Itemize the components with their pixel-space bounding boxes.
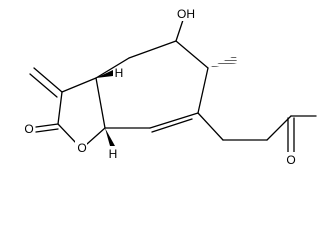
label-bg-carbonyl-o [22, 122, 34, 136]
wedge-bond-h-lower [105, 128, 115, 146]
label-bg-ketone-o [284, 152, 296, 166]
bond-c3a-c3 [61, 77, 97, 93]
bond-c2-carbonyl-inner [35, 128, 59, 133]
atom-label-ketone-oxygen: O [286, 153, 295, 167]
bond-ch2b-co [266, 115, 292, 141]
label-bg-oh [175, 6, 197, 21]
atom-label-ring-oxygen: O [77, 141, 86, 155]
bond-c6-c7 [197, 67, 209, 114]
structure-canvas: OH O O O H H [22, 6, 317, 167]
chemical-structure: OH O O O H H [22, 6, 317, 167]
hashed-bond-methyl [208, 55, 237, 68]
atom-label-lactone-carbonyl-oxygen: O [24, 122, 33, 136]
wedge-bond-h-upper [96, 70, 113, 78]
bond-c7-ch2a [197, 112, 224, 141]
bond-c7-c8-double [149, 112, 199, 129]
bond-o1-c8a [86, 127, 106, 145]
bond-c4-c5 [128, 40, 177, 59]
atom-label-oh: OH [177, 7, 195, 21]
label-bg-ring-o [75, 141, 87, 155]
atom-label-h-lower: H [109, 147, 118, 161]
bond-c2-o1 [57, 123, 78, 145]
bond-c3-methylene-inner [29, 73, 58, 98]
bond-c3a-c4 [95, 57, 130, 79]
bond-c3-methylene [33, 67, 63, 93]
bond-c7-c8-double-inner [151, 118, 193, 133]
bond-c5-oh [175, 19, 184, 42]
bond-c2-carbonyl [35, 123, 59, 128]
atom-label-h-upper: H [115, 66, 124, 80]
bond-c3-c2 [57, 91, 63, 125]
bond-c8a-c3a [95, 77, 106, 129]
bond-c5-c6 [175, 40, 209, 69]
